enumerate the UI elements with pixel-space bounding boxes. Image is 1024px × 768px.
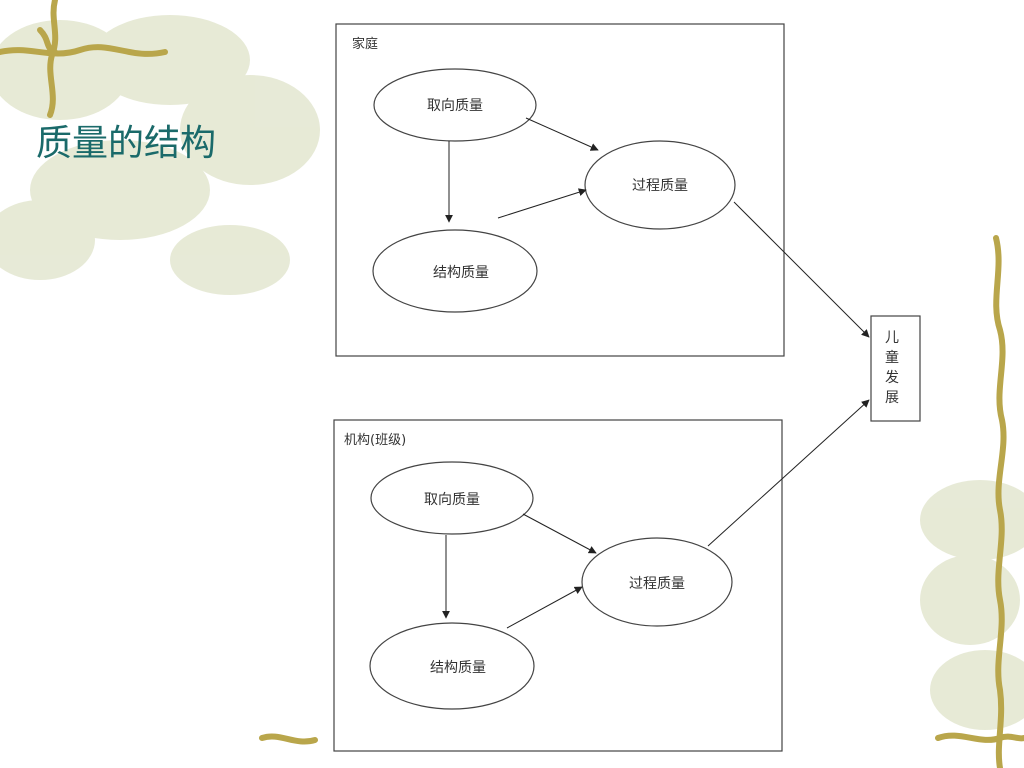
child-development-node: 儿 童 发 展 [870,315,921,422]
child-development-char-1: 儿 [885,330,899,346]
family-process-to-child-development-arrow [733,201,870,338]
family-orientation-quality-node [373,68,537,142]
family-orientation-quality-label: 取向质量 [427,98,483,114]
family-structure-to-process-arrow [497,188,587,219]
institution-structure-to-process-arrow [506,586,583,629]
family-process-quality-label: 过程质量 [632,178,688,194]
institution-structure-quality-node [369,622,535,710]
family-group: 家庭 取向质量 结构质量 过程质量 [335,23,785,357]
institution-process-quality-node [581,537,733,627]
vine-top-left [0,0,168,118]
institution-structure-quality-label: 结构质量 [430,660,486,676]
family-process-quality-node [584,140,736,230]
child-development-box [870,315,921,422]
family-structure-quality-node [372,229,538,313]
leaf-shadows [0,15,1024,730]
institution-orientation-to-process-arrow [522,513,597,554]
institution-group: 机构(班级) 取向质量 结构质量 过程质量 [333,419,783,752]
institution-process-to-child-development-arrow [707,399,870,547]
family-group-label: 家庭 [352,36,378,52]
child-development-char-2: 童 [885,349,899,366]
vine-right [935,235,1024,768]
family-group-box [335,23,785,357]
family-orientation-to-process-arrow [525,117,599,151]
child-development-char-3: 发 [885,370,899,386]
vine-bottom-left [259,733,318,745]
institution-process-quality-label: 过程质量 [629,576,685,592]
institution-group-box [333,419,783,752]
institution-orientation-quality-node [370,461,534,535]
child-development-char-4: 展 [885,390,899,406]
slide-title: 质量的结构 [36,123,217,164]
family-structure-quality-label: 结构质量 [433,265,489,281]
institution-orientation-quality-label: 取向质量 [424,492,480,508]
institution-group-label: 机构(班级) [344,433,406,448]
